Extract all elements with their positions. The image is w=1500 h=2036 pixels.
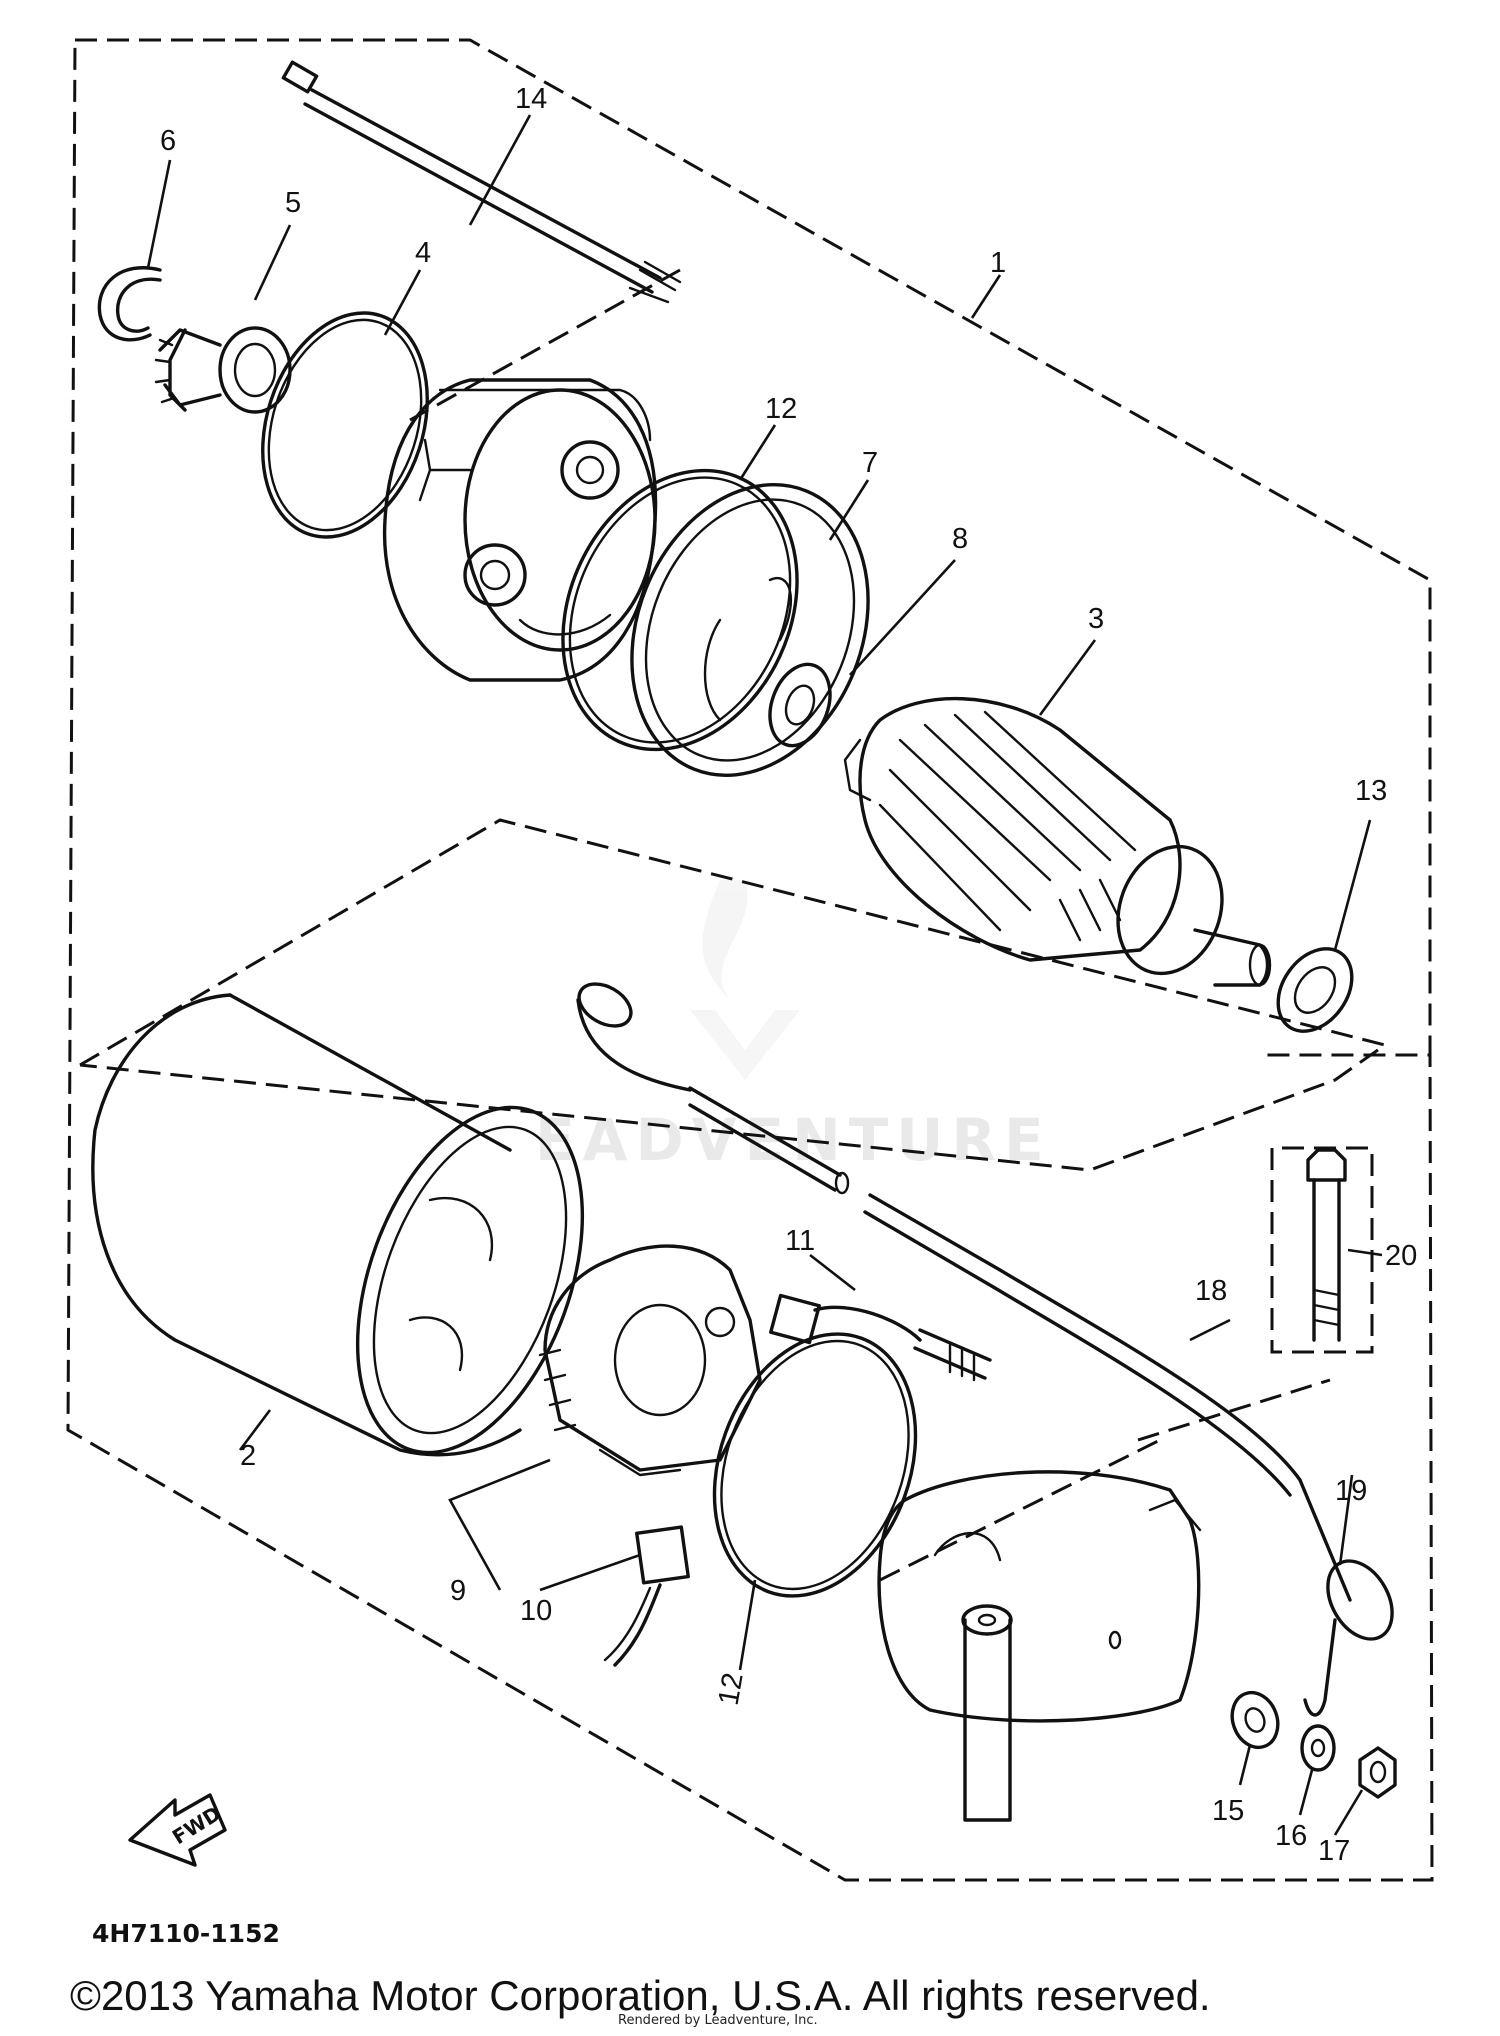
collar-15 bbox=[1230, 1690, 1280, 1750]
callout-12-lower: 12 bbox=[713, 1670, 750, 1707]
yoke-group-boundary bbox=[409, 268, 1331, 1582]
diagram-code: 4H7110-1152 bbox=[92, 1919, 280, 1948]
bolt-20-group-boundary bbox=[1270, 1146, 1374, 1354]
through-bolt bbox=[281, 60, 682, 304]
callout-10: 10 bbox=[520, 1595, 552, 1627]
watermark-logo bbox=[690, 880, 800, 1080]
armature bbox=[843, 696, 1272, 987]
washer-16 bbox=[1300, 1724, 1336, 1772]
callout-8: 8 bbox=[952, 523, 968, 555]
o-ring-12-lower bbox=[712, 1332, 918, 1598]
rendered-by-note: Rendered by Leadventure, Inc. bbox=[618, 2013, 818, 2028]
callout-11: 11 bbox=[785, 1225, 815, 1257]
rear-cover bbox=[877, 1470, 1202, 1822]
washer-13 bbox=[1276, 947, 1354, 1033]
callout-16: 16 bbox=[1275, 1820, 1307, 1852]
callout-17: 17 bbox=[1318, 1835, 1350, 1867]
callout-12-upper: 12 bbox=[765, 393, 797, 425]
forward-direction-arrow: FWD bbox=[128, 1793, 227, 1867]
callout-2: 2 bbox=[240, 1440, 256, 1472]
washer-8 bbox=[768, 662, 832, 748]
field-coil-lead bbox=[576, 982, 1302, 1497]
front-cover bbox=[382, 378, 658, 682]
circlip bbox=[97, 266, 162, 342]
terminal-lead bbox=[769, 1293, 992, 1382]
callout-20: 20 bbox=[1385, 1240, 1417, 1272]
o-ring-4 bbox=[261, 311, 429, 539]
callout-15: 15 bbox=[1212, 1795, 1244, 1827]
bolt-20 bbox=[1306, 1148, 1347, 1342]
callout-6: 6 bbox=[160, 125, 176, 157]
callout-3: 3 bbox=[1088, 603, 1104, 635]
callout-5: 5 bbox=[285, 187, 301, 219]
part-callouts: 14 6 5 4 1 12 7 8 3 13 20 18 11 2 9 10 1… bbox=[160, 83, 1417, 1867]
callout-1: 1 bbox=[990, 247, 1006, 279]
brush bbox=[603, 1525, 690, 1667]
assembly-boundary bbox=[66, 38, 1434, 1882]
callout-19: 19 bbox=[1335, 1475, 1367, 1507]
callout-14: 14 bbox=[515, 83, 547, 115]
callout-13: 13 bbox=[1355, 775, 1387, 807]
callout-4: 4 bbox=[415, 237, 431, 269]
yoke-housing bbox=[91, 993, 585, 1457]
brush-holder bbox=[538, 1244, 762, 1477]
terminal-boot bbox=[1298, 1478, 1394, 1717]
callout-7: 7 bbox=[862, 447, 878, 479]
nut-17 bbox=[1358, 1746, 1397, 1799]
armature-group-boundary bbox=[79, 818, 1389, 1172]
callout-9: 9 bbox=[450, 1575, 466, 1607]
callout-18: 18 bbox=[1195, 1275, 1227, 1307]
leader-lines bbox=[146, 114, 1383, 1836]
copyright-notice: ©2013 Yamaha Motor Corporation, U.S.A. A… bbox=[70, 1972, 1211, 2019]
